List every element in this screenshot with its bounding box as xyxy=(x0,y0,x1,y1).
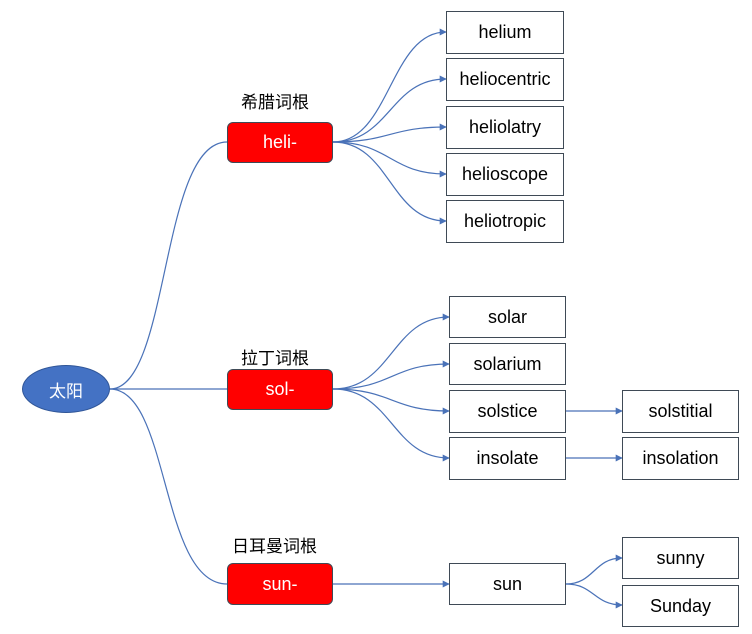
word-box-solstitial: solstitial xyxy=(622,390,739,433)
edge-center-to-heli xyxy=(109,141,228,390)
word-box-insolate: insolate xyxy=(449,437,566,480)
latin-root-caption: 拉丁词根 xyxy=(241,349,309,369)
edge-heli-to-heliocentric xyxy=(332,75,447,143)
edge-heli-to-heliotropic xyxy=(332,141,447,225)
word-box-solarium: solarium xyxy=(449,343,566,385)
word-box-sunny: sunny xyxy=(622,537,739,579)
root-node-sun: sun- xyxy=(227,563,333,605)
edge-heli-to-heliolatry xyxy=(332,123,447,143)
edge-sol-to-solstice xyxy=(332,388,450,415)
word-box-helioscope: helioscope xyxy=(446,153,564,196)
edge-center-to-sun xyxy=(109,388,228,585)
edge-heli-to-helioscope xyxy=(332,141,447,178)
word-box-sun: sun xyxy=(449,563,566,605)
edge-heli-to-helium xyxy=(332,28,447,143)
word-box-heliolatry: heliolatry xyxy=(446,106,564,149)
center-node: 太阳 xyxy=(22,365,110,413)
word-box-helium: helium xyxy=(446,11,564,54)
edge-sol-to-solar xyxy=(332,313,450,390)
word-box-insolation: insolation xyxy=(622,437,739,480)
edge-sol-to-solarium xyxy=(332,360,450,390)
edge-sun-to-sunny xyxy=(565,554,623,585)
word-box-heliocentric: heliocentric xyxy=(446,58,564,101)
word-box-solstice: solstice xyxy=(449,390,566,433)
word-box-sunday: Sunday xyxy=(622,585,739,627)
root-node-heli: heli- xyxy=(227,122,333,163)
word-box-solar: solar xyxy=(449,296,566,338)
root-node-sol: sol- xyxy=(227,369,333,410)
greek-root-caption: 希腊词根 xyxy=(241,93,309,113)
word-box-heliotropic: heliotropic xyxy=(446,200,564,243)
germanic-root-caption: 日耳曼词根 xyxy=(232,537,317,557)
edge-sun-to-sunday xyxy=(565,583,623,609)
edge-sol-to-insolate xyxy=(332,388,450,462)
